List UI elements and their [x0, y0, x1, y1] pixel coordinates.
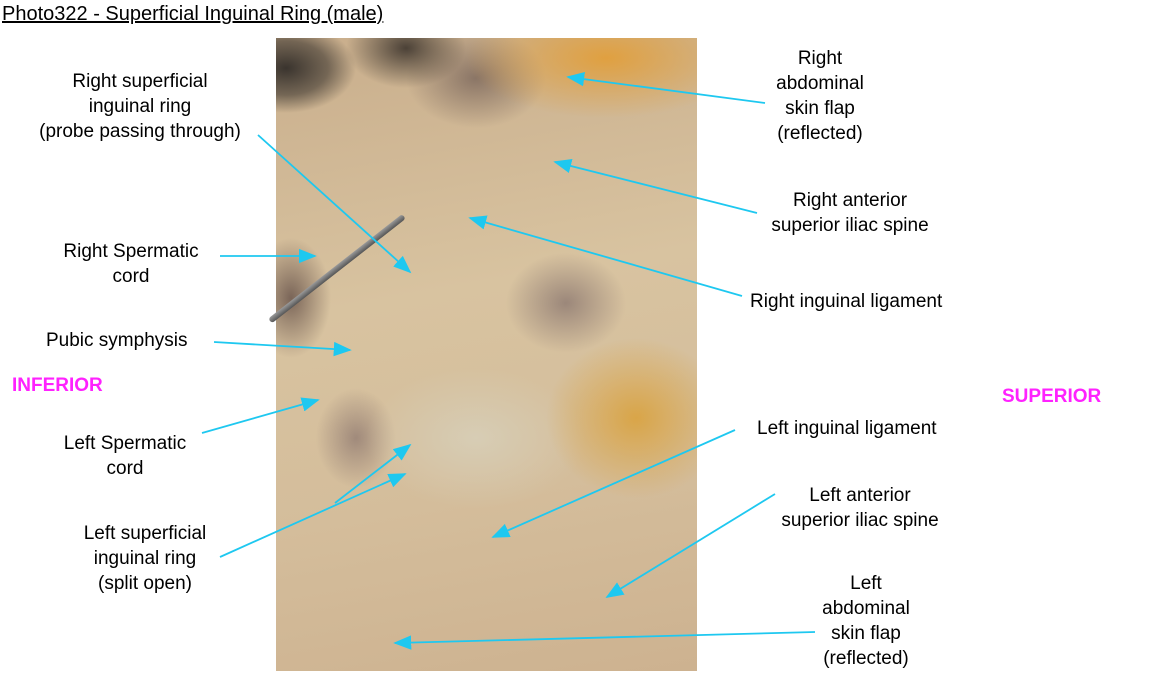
- label-left-cord: Left Spermatic cord: [40, 431, 210, 481]
- label-right-ligament: Right inguinal ligament: [750, 291, 943, 312]
- arrow-left-skin-flap: [393, 631, 816, 650]
- label-line: Left superficial: [83, 523, 207, 544]
- arrow-right-skin-flap: [566, 71, 766, 104]
- label-line: Right: [797, 48, 843, 69]
- label-left-asis: Left anterior superior iliac spine: [760, 483, 960, 533]
- label-right-skin-flap: Right abdominal skin flap (reflected): [770, 46, 870, 146]
- label-left-ring: Left superficial inguinal ring (split open…: [60, 521, 230, 596]
- arrow-left-cord: [201, 397, 320, 434]
- label-line: (split open): [98, 573, 192, 594]
- label-line: inguinal ring: [93, 548, 197, 569]
- arrow-left-ring-b: [334, 443, 412, 504]
- label-right-ring: Right superficial inguinal ring (probe pas…: [20, 69, 260, 144]
- label-line: skin flap: [785, 98, 855, 119]
- label-line: skin flap: [831, 623, 901, 644]
- label-line: cord: [106, 458, 144, 479]
- arrow-right-ligament: [468, 215, 743, 297]
- arrow-right-ring: [257, 134, 412, 274]
- page-title: Photo322 - Superficial Inguinal Ring (ma…: [2, 3, 384, 25]
- label-line: inguinal ring: [88, 96, 192, 117]
- label-line: Right anterior: [792, 190, 908, 211]
- label-line: Left Spermatic: [63, 433, 187, 454]
- label-line: superior iliac spine: [781, 510, 939, 531]
- arrow-left-ligament: [491, 429, 736, 538]
- label-left-skin-flap: Left abdominal skin flap (reflected): [816, 571, 916, 671]
- label-left-ligament: Left inguinal ligament: [757, 418, 937, 439]
- arrow-right-asis: [553, 158, 758, 214]
- label-line: (reflected): [823, 648, 909, 669]
- direction-superior: SUPERIOR: [1002, 386, 1102, 407]
- arrow-left-asis: [605, 493, 776, 598]
- label-line: (reflected): [777, 123, 863, 144]
- label-line: (probe passing through): [39, 121, 241, 142]
- label-line: superior iliac spine: [771, 215, 929, 236]
- arrow-pubic-symphysis: [213, 341, 352, 357]
- label-pubic-symphysis: Pubic symphysis: [46, 330, 188, 351]
- label-line: abdominal: [822, 598, 910, 619]
- arrow-left-ring-a: [219, 473, 407, 558]
- direction-inferior: INFERIOR: [12, 375, 103, 396]
- label-right-asis: Right anterior superior iliac spine: [750, 188, 950, 238]
- label-right-cord: Right Spermatic cord: [46, 239, 216, 289]
- label-line: abdominal: [776, 73, 864, 94]
- label-line: Right Spermatic: [63, 241, 199, 262]
- label-line: Right superficial: [72, 71, 208, 92]
- label-line: cord: [112, 266, 150, 287]
- label-line: Left anterior: [809, 485, 911, 506]
- label-line: Left: [850, 573, 882, 594]
